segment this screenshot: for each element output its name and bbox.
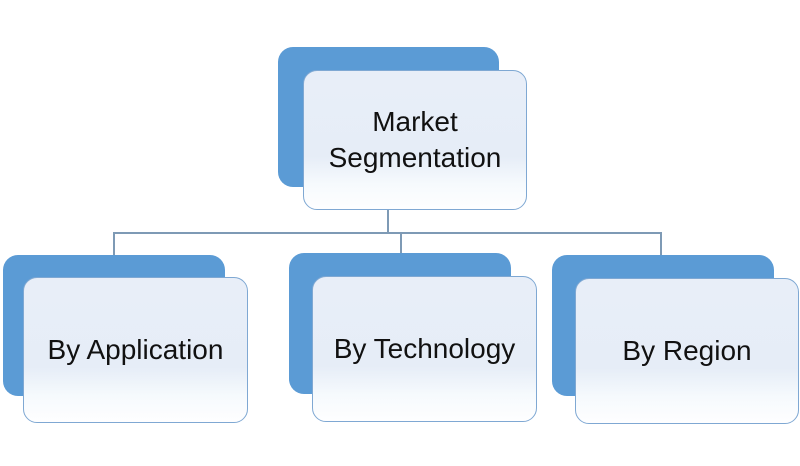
connector-drop-region	[660, 232, 662, 256]
node-front-panel: By Application	[23, 277, 248, 423]
node-label-market-segmentation: Market Segmentation	[328, 106, 502, 173]
node-by-application: By Application	[3, 255, 251, 425]
node-front-panel: By Region	[575, 278, 799, 424]
connector-drop-application	[113, 232, 115, 256]
node-label-by-application: By Application	[47, 334, 224, 366]
connector-horizontal-bus	[113, 232, 661, 234]
connector-drop-technology	[400, 232, 402, 254]
node-label-by-technology: By Technology	[333, 333, 516, 365]
node-front-panel: By Technology	[312, 276, 537, 422]
node-by-region: By Region	[552, 255, 800, 425]
node-market-segmentation: Market Segmentation	[278, 47, 530, 212]
node-front-panel: Market Segmentation	[303, 70, 527, 210]
connector-root-stem	[387, 210, 389, 233]
node-label-by-region: By Region	[622, 335, 752, 367]
node-by-technology: By Technology	[289, 253, 539, 423]
